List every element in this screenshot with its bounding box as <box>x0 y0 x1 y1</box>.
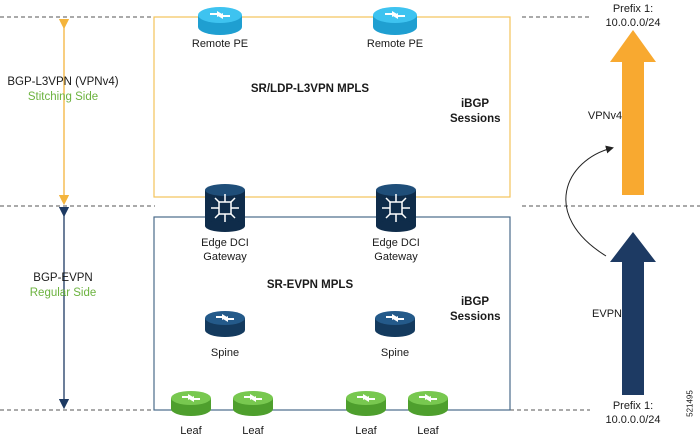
leaf-2-icon <box>233 391 273 416</box>
stitching-side-title: BGP-L3VPN (VPNv4) <box>7 76 119 88</box>
remote-pe-router-right-icon <box>373 7 417 35</box>
leaf-3-icon <box>346 391 386 416</box>
leaf-2-label: Leaf <box>242 425 264 437</box>
edge-dci-right-label-line2: Gateway <box>374 251 418 263</box>
bottom-prefix-line2: 10.0.0.0/24 <box>605 414 661 426</box>
top-prefix-line2: 10.0.0.0/24 <box>605 17 661 29</box>
spine-left-label: Spine <box>210 347 240 359</box>
stitching-side-subtitle: Stitching Side <box>27 91 99 103</box>
spine-right-label: Spine <box>380 347 410 359</box>
vpnv4-arrow <box>610 30 656 195</box>
lower-domain-title: SR-EVPN MPLS <box>266 279 354 291</box>
upper-sessions-line1: iBGP <box>460 98 490 110</box>
figure-id: 521495 <box>685 390 695 417</box>
leaf-1-label: Leaf <box>180 425 202 437</box>
leaf-3-label: Leaf <box>355 425 377 437</box>
upper-sessions-line2: Sessions <box>450 113 501 125</box>
leaf-1-icon <box>171 391 211 416</box>
edge-dci-gateway-left-icon <box>205 184 245 232</box>
edge-dci-left-label-line1: Edge DCI <box>201 237 249 249</box>
regular-side-subtitle: Regular Side <box>29 287 97 299</box>
upper-domain-box <box>153 16 511 198</box>
upper-domain-title: SR/LDP-L3VPN MPLS <box>250 83 370 95</box>
evpn-arrow <box>610 232 656 395</box>
stitching-curve-arrow <box>565 145 614 257</box>
remote-pe-router-left-icon <box>198 7 242 35</box>
regular-side-title: BGP-EVPN <box>33 272 93 284</box>
leaf-4-icon <box>408 391 448 416</box>
lower-domain-box <box>153 216 511 411</box>
top-prefix-line1: Prefix 1: <box>612 3 654 15</box>
spine-left-icon <box>205 311 245 337</box>
remote-pe-right-label: Remote PE <box>366 38 424 50</box>
lower-sessions-line2: Sessions <box>450 311 501 323</box>
edge-dci-gateway-right-icon <box>376 184 416 232</box>
edge-dci-left-label-line2: Gateway <box>203 251 247 263</box>
lower-sessions-line1: iBGP <box>460 296 490 308</box>
remote-pe-left-label: Remote PE <box>191 38 249 50</box>
leaf-4-label: Leaf <box>417 425 439 437</box>
bottom-prefix-line1: Prefix 1: <box>612 400 654 412</box>
vpnv4-label: VPNv4 <box>587 110 623 122</box>
spine-right-icon <box>375 311 415 337</box>
evpn-label: EVPN <box>592 308 622 320</box>
edge-dci-right-label-line1: Edge DCI <box>372 237 420 249</box>
